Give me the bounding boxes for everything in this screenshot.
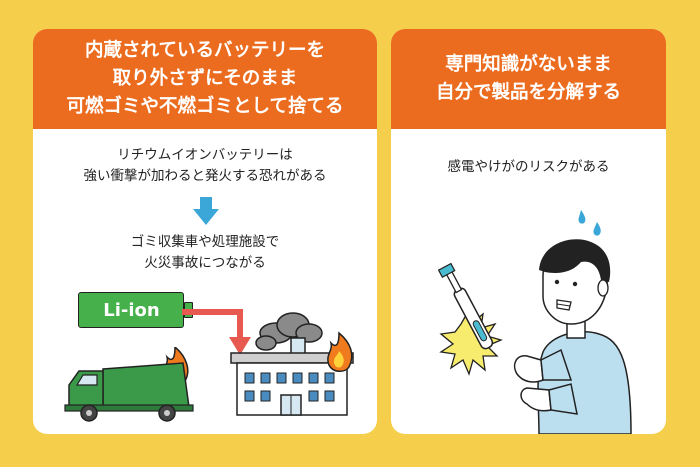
header-line: 取り外さずにそのまま — [112, 68, 298, 89]
right-card: 専門知識がないまま 自分で製品を分解する 感電やけがのリスクがある — [391, 29, 666, 434]
risk-line: リチウムイオンバッテリーは — [117, 147, 293, 163]
left-card: 内蔵されているバッテリーを 取り外さずにそのまま 可燃ゴミや不燃ゴミとして捨てる… — [33, 29, 377, 434]
battery-icon: Li-ion — [78, 292, 193, 328]
red-arrow-icon — [182, 309, 257, 359]
result-line: 火災事故につながる — [144, 255, 266, 271]
result-text: ゴミ収集車や処理施設で 火災事故につながる — [33, 232, 377, 274]
right-card-header: 専門知識がないまま 自分で製品を分解する — [391, 29, 666, 129]
factory-icon — [221, 303, 361, 423]
header-line: 可燃ゴミや不燃ゴミとして捨てる — [66, 96, 344, 117]
header-line: 専門知識がないまま — [445, 54, 612, 75]
result-line: ゴミ収集車や処理施設で — [130, 234, 280, 250]
battery-label: Li-ion — [103, 300, 160, 321]
risk-text: リチウムイオンバッテリーは 強い衝撃が加わると発火する恐れがある — [33, 145, 377, 187]
header-line: 内蔵されているバッテリーを — [85, 40, 325, 61]
risk-line: 強い衝撃が加わると発火する恐れがある — [83, 168, 327, 184]
risk-text: 感電やけがのリスクがある — [447, 159, 610, 175]
shocked-person-icon — [431, 204, 661, 434]
left-card-header: 内蔵されているバッテリーを 取り外さずにそのまま 可燃ゴミや不燃ゴミとして捨てる — [33, 29, 377, 129]
header-line: 自分で製品を分解する — [435, 82, 621, 103]
down-arrow-icon — [191, 197, 221, 227]
garbage-truck-icon — [63, 347, 203, 427]
